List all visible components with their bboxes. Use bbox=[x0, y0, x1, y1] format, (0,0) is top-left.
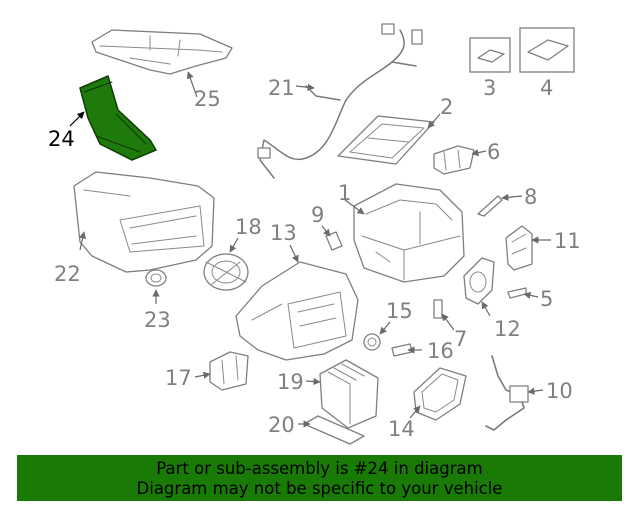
part-8-sensor bbox=[477, 195, 503, 217]
part-20-cover bbox=[303, 415, 365, 445]
part-6-bracket bbox=[433, 145, 475, 175]
callout-12: 12 bbox=[494, 317, 521, 341]
callout-3: 3 bbox=[483, 76, 496, 100]
callout-2: 2 bbox=[440, 95, 453, 119]
banner-line-1: Part or sub-assembly is #24 in diagram bbox=[156, 459, 483, 478]
part-5-pin bbox=[507, 287, 527, 299]
part-12-actuator bbox=[463, 257, 495, 305]
part-25-duct bbox=[91, 29, 233, 75]
part-19-filter bbox=[319, 359, 379, 429]
callout-10: 10 bbox=[546, 379, 573, 403]
callout-25: 25 bbox=[194, 87, 221, 111]
callout-6: 6 bbox=[487, 140, 500, 164]
callout-14: 14 bbox=[388, 417, 415, 441]
callout-labels: 1 2 3 4 5 6 7 8 9 10 11 12 13 14 15 16 1… bbox=[48, 76, 581, 441]
part-22-housing bbox=[73, 171, 215, 273]
part-24-duct-highlighted bbox=[79, 74, 158, 161]
part-14-seal bbox=[413, 367, 467, 421]
part-18-blower bbox=[203, 253, 249, 291]
part-2-filter-frame bbox=[337, 115, 435, 165]
callout-11: 11 bbox=[554, 229, 581, 253]
callout-13: 13 bbox=[270, 221, 297, 245]
part-13-housing bbox=[235, 261, 359, 361]
callout-24: 24 bbox=[48, 127, 75, 151]
part-11-actuator bbox=[505, 225, 533, 271]
callout-9: 9 bbox=[311, 203, 324, 227]
part-23-grommet bbox=[145, 269, 167, 287]
callout-4: 4 bbox=[540, 76, 553, 100]
callout-21: 21 bbox=[268, 76, 295, 100]
part-21-harness bbox=[257, 23, 423, 179]
part-7-clip bbox=[433, 299, 443, 319]
callout-16: 16 bbox=[427, 339, 454, 363]
callout-1: 1 bbox=[338, 181, 351, 205]
callout-5: 5 bbox=[540, 287, 553, 311]
callout-23: 23 bbox=[144, 308, 171, 332]
banner-line-2: Diagram may not be specific to your vehi… bbox=[136, 479, 503, 498]
parts-diagram: 1 2 3 4 5 6 7 8 9 10 11 12 13 14 15 16 1… bbox=[48, 23, 581, 445]
part-17-actuator bbox=[209, 351, 249, 391]
callout-8: 8 bbox=[524, 185, 537, 209]
info-banner: Part or sub-assembly is #24 in diagram D… bbox=[17, 455, 622, 501]
callout-15: 15 bbox=[386, 299, 413, 323]
callout-19: 19 bbox=[277, 370, 304, 394]
callout-22: 22 bbox=[54, 262, 81, 286]
callout-17: 17 bbox=[165, 366, 192, 390]
part-24-shape bbox=[79, 74, 158, 161]
callout-18: 18 bbox=[235, 215, 262, 239]
leader-lines bbox=[69, 71, 551, 428]
callout-7: 7 bbox=[454, 327, 467, 351]
part-3-box bbox=[469, 37, 511, 73]
part-1-hvac-case bbox=[353, 183, 465, 283]
callout-20: 20 bbox=[268, 413, 295, 437]
part-15-seal bbox=[363, 333, 381, 351]
part-4-box bbox=[519, 27, 575, 73]
part-10-hose bbox=[485, 355, 529, 431]
